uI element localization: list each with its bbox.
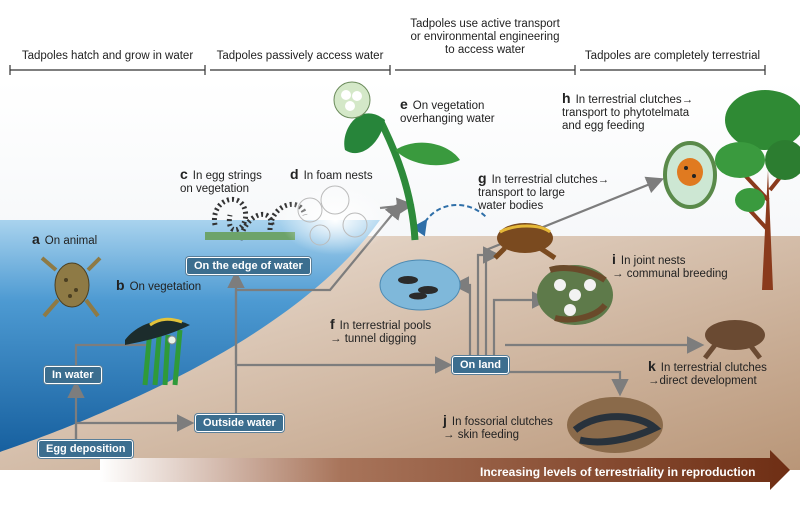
vegetation-mat: [205, 232, 295, 240]
header-brackets: [9, 65, 766, 75]
in-water-box: In water: [44, 366, 102, 384]
water-body: [0, 220, 380, 452]
header-active-transport: Tadpoles use active transport or environ…: [410, 18, 560, 56]
frog-on-animal-illustration: [40, 256, 102, 318]
on-land-box: On land: [452, 356, 509, 374]
plant-illustration: [333, 81, 460, 241]
terrestriality-arrow-bar: [100, 450, 790, 490]
fossorial-caecilian-illustration: [567, 397, 663, 453]
transport-frog-illustration: [493, 223, 557, 261]
egg-deposition-box: Egg deposition: [38, 440, 134, 458]
phytotelmata-illustration: [663, 141, 717, 209]
vegetation-illustration: [125, 317, 190, 386]
terrestrial-pool-illustration: [379, 259, 461, 311]
terrestriality-caption: Increasing levels of terrestriality in r…: [480, 465, 756, 479]
flow-arrows: [67, 176, 705, 440]
outside-water-box: Outside water: [195, 414, 284, 432]
header-passive-access: Tadpoles passively access water: [216, 50, 384, 62]
header-hatch-in-water: Tadpoles hatch and grow in water: [21, 50, 194, 62]
header-terrestrial: Tadpoles are completely terrestrial: [584, 50, 761, 62]
tree-illustration: [715, 90, 800, 290]
foam-nest-illustration: [280, 185, 390, 255]
direct-development-frog-illustration: [703, 320, 765, 360]
edge-of-water-box: On the edge of water: [186, 257, 311, 275]
joint-nest-illustration: [537, 265, 613, 325]
dashed-transport-arrow: [411, 204, 488, 237]
